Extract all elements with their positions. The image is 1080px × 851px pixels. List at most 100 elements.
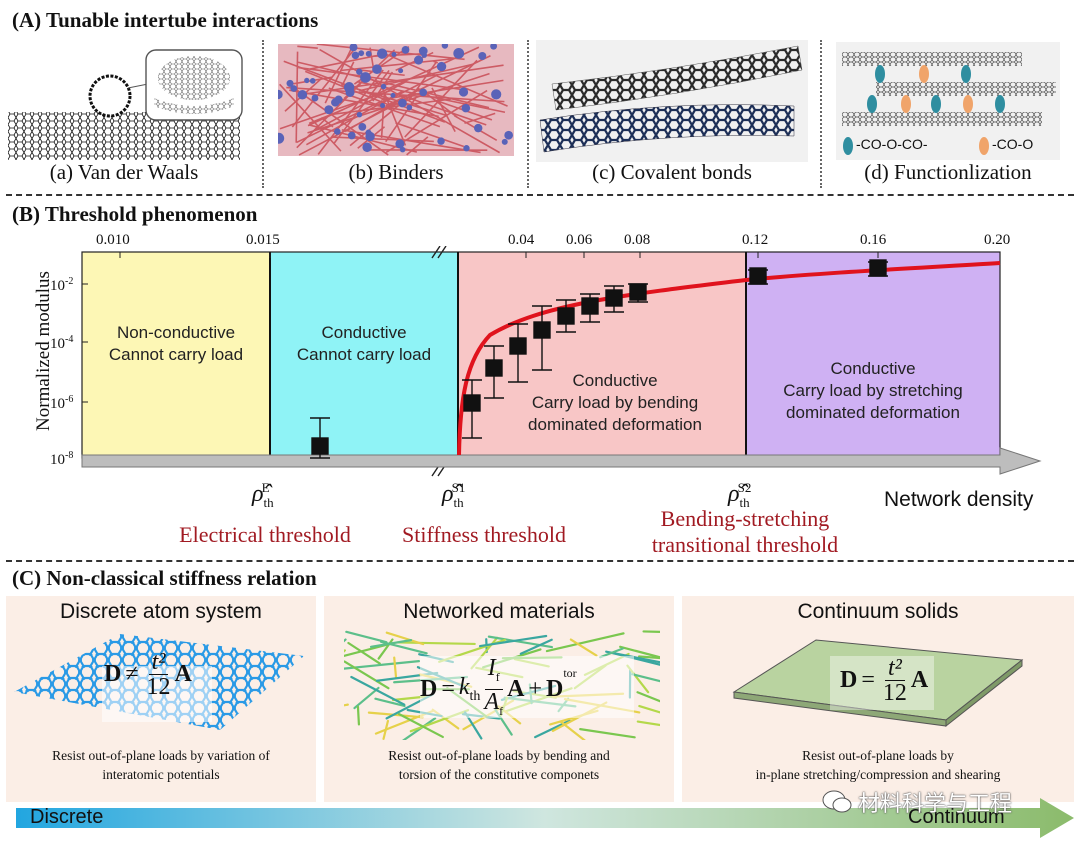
binder-particle (356, 111, 363, 118)
binder-particle (372, 64, 382, 75)
van-der-waals-illustration (8, 49, 243, 160)
legend-ester: -CO-O (992, 136, 1034, 152)
y-tick-label: 10-6 (50, 394, 74, 412)
network-fiber (478, 634, 548, 648)
region-conductive (270, 252, 458, 458)
binder-particle (414, 55, 424, 65)
binder-particle (358, 50, 365, 57)
data-marker (463, 394, 481, 412)
network-fiber (402, 717, 437, 740)
network-fiber (636, 720, 660, 727)
network-fiber (347, 641, 381, 665)
binder-fiber (381, 51, 508, 107)
binder-particle (309, 78, 316, 84)
binder-fiber (342, 61, 355, 84)
binder-fiber (316, 44, 465, 61)
binder-particle (324, 105, 334, 115)
binder-particle (380, 102, 386, 109)
arrow-label-continuum: Continuum (908, 806, 1005, 828)
binder-particle (418, 46, 428, 56)
network-fiber (559, 720, 586, 740)
binder-particle (343, 82, 355, 93)
top-tick-label: 0.20 (984, 232, 1011, 248)
network-fiber (519, 638, 553, 655)
binder-particle (376, 48, 388, 59)
binder-fiber (295, 51, 299, 143)
threshold-plot (81, 246, 1042, 477)
binder-fiber (369, 47, 375, 70)
top-tick-label: 0.12 (742, 232, 769, 248)
network-fiber (385, 631, 425, 646)
data-marker (485, 359, 503, 377)
section-divider-bc (6, 560, 1074, 562)
section-divider-ab (6, 194, 1074, 196)
binder-particle (406, 104, 413, 111)
graphene-sheet-illustration (14, 634, 304, 730)
section-c-title: (C) Non-classical stiffness relation (12, 566, 317, 590)
electrical-threshold-label: Electrical threshold (179, 522, 351, 547)
top-tick-label: 0.015 (246, 232, 280, 248)
network-fiber (350, 675, 406, 706)
data-marker (629, 283, 647, 301)
binder-fiber (380, 85, 407, 146)
divider (262, 40, 264, 188)
section-a-title: (A) Tunable intertube interactions (12, 8, 319, 32)
top-tick-label: 0.04 (508, 232, 535, 248)
network-fiber (605, 650, 660, 664)
binder-particle (474, 123, 483, 133)
network-fiber (642, 630, 660, 634)
arrow-label-discrete: Discrete (30, 806, 104, 828)
binder-particle (365, 50, 372, 57)
binder-particle (356, 68, 363, 75)
binder-particle (290, 85, 298, 92)
caption-binders: (b) Binders (348, 160, 444, 184)
binder-particle (419, 88, 428, 97)
binder-fiber (289, 89, 439, 118)
binder-particle (436, 61, 447, 72)
threshold-symbol-stiffness: ρ̂thS1 (442, 480, 466, 510)
binder-fiber (464, 112, 496, 125)
covalent-bonds-illustration (536, 40, 808, 162)
data-marker (509, 337, 527, 355)
network-fiber (393, 656, 398, 679)
y-tick-label: 10-4 (50, 334, 74, 352)
network-fiber (545, 632, 625, 653)
binder-particle (311, 94, 319, 102)
network-fiber (356, 705, 361, 726)
x-axis-label: Network density (884, 488, 1034, 511)
binder-particle (278, 89, 283, 100)
plate-illustration (732, 639, 1024, 728)
data-marker (581, 297, 599, 315)
binder-fiber (298, 66, 468, 91)
data-marker (311, 437, 329, 455)
card-title: Networked materials (403, 600, 595, 623)
network-fiber (345, 630, 388, 644)
binder-particle (395, 139, 405, 149)
binder-fiber (396, 92, 487, 126)
network-fiber (396, 641, 476, 646)
divider (820, 40, 822, 188)
binder-particle (349, 44, 358, 52)
stiffness-threshold-label: Stiffness threshold (402, 522, 566, 547)
threshold-symbol-electrical: ρ̂thE (252, 480, 274, 510)
binder-particle (504, 130, 514, 140)
network-fiber (637, 655, 660, 660)
binder-particle (304, 77, 310, 84)
data-marker (533, 321, 551, 339)
binder-particle (401, 46, 410, 54)
binder-fiber (308, 108, 344, 125)
transition-threshold-label: Bending-stretching transitional threshol… (651, 506, 839, 557)
binder-particle (478, 52, 487, 60)
binder-fiber (349, 87, 420, 147)
binder-particle (461, 103, 471, 113)
network-fiber (631, 673, 660, 683)
binder-particle (463, 145, 470, 152)
section-b-title: (B) Threshold phenomenon (12, 202, 258, 226)
data-marker (869, 259, 887, 277)
divider (527, 40, 529, 188)
binder-particle (347, 131, 356, 140)
